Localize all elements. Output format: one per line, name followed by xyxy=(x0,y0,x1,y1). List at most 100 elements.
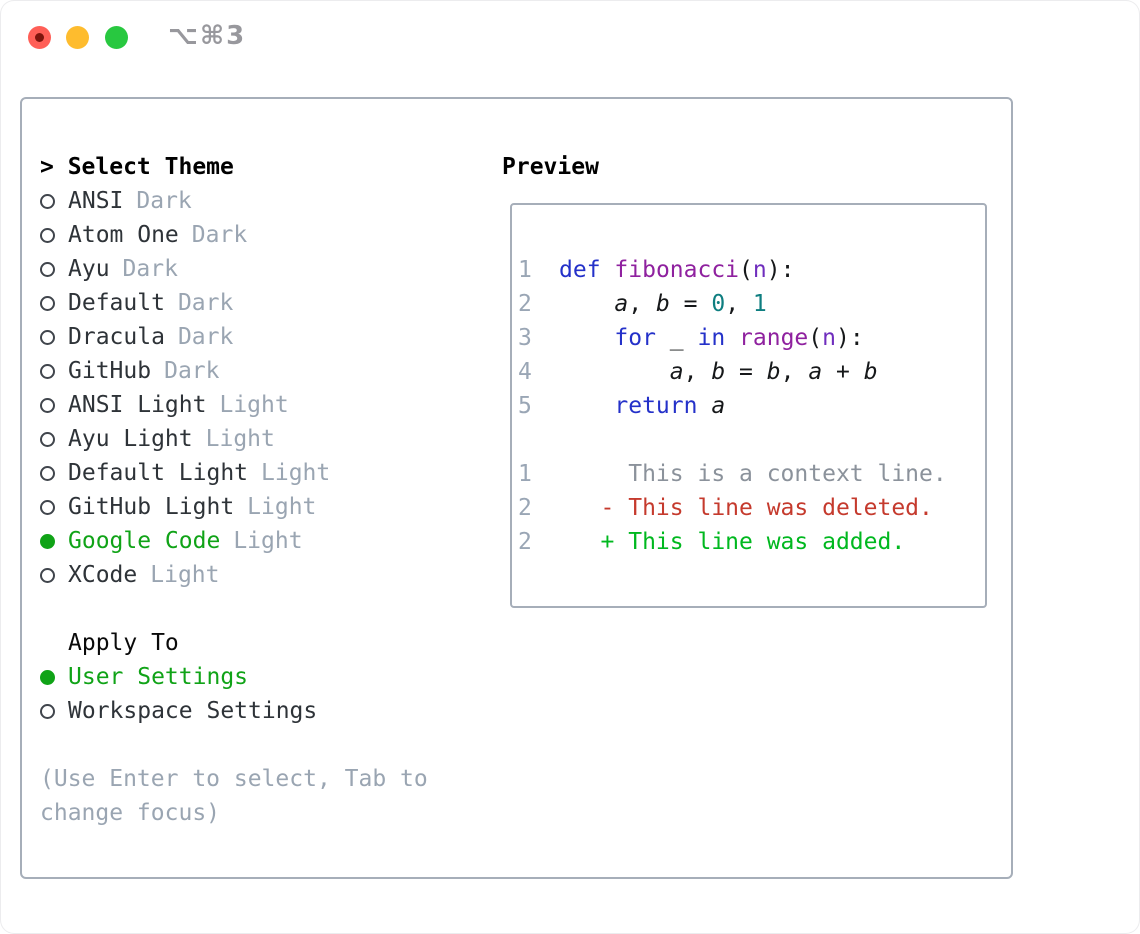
apply-option-user-settings[interactable]: User Settings xyxy=(40,660,428,694)
code-line-blank xyxy=(518,423,985,457)
theme-option-github-dark[interactable]: GitHub Dark xyxy=(40,354,428,388)
theme-option-xcode-light[interactable]: XCode Light xyxy=(40,558,428,592)
code-token: ): xyxy=(836,325,864,351)
code-line: 1 def fibonacci(n): xyxy=(518,253,985,287)
theme-option-github-light[interactable]: GitHub Light Light xyxy=(40,490,428,524)
theme-option-ansi-light[interactable]: ANSI Light Light xyxy=(40,388,428,422)
code-token: b xyxy=(711,359,726,385)
code-line: 5 return a xyxy=(518,389,985,423)
code-line: 2 a, b = 0, 1 xyxy=(518,287,985,321)
apply-option-workspace-settings[interactable]: Workspace Settings xyxy=(40,694,428,728)
theme-variant: Light xyxy=(247,494,317,520)
theme-name: Ayu Light xyxy=(68,426,193,452)
select-theme-header: > Select Theme xyxy=(40,154,234,180)
theme-option-ayu-dark[interactable]: Ayu Dark xyxy=(40,252,428,286)
line-number: 2 xyxy=(518,529,532,555)
line-number: 4 xyxy=(518,359,532,385)
select-theme-header-row: > Select Theme xyxy=(40,150,428,184)
code-token: b xyxy=(766,359,781,385)
radio-icon xyxy=(40,465,55,481)
code-token xyxy=(559,359,670,385)
code-token xyxy=(697,393,711,419)
code-token: This is a context line. xyxy=(559,461,947,487)
code-token: + This line was added. xyxy=(559,529,906,555)
theme-option-default-dark[interactable]: Default Dark xyxy=(40,286,428,320)
theme-option-ayu-light[interactable]: Ayu Light Light xyxy=(40,422,428,456)
hint-text-line-1: (Use Enter to select, Tab to xyxy=(40,766,428,792)
spacer xyxy=(40,592,428,626)
theme-name: Default xyxy=(68,290,165,316)
radio-icon xyxy=(40,567,55,583)
code-token: - This line was deleted. xyxy=(559,495,933,521)
theme-option-google-code-light[interactable]: Google Code Light xyxy=(40,524,428,558)
theme-option-default-light[interactable]: Default Light Light xyxy=(40,456,428,490)
radio-selected-icon xyxy=(40,533,55,549)
code-token: 1 xyxy=(752,291,767,317)
code-token: 0 xyxy=(711,291,726,317)
close-button[interactable] xyxy=(28,26,51,49)
code-token: n xyxy=(822,325,837,351)
theme-option-atom-one-dark[interactable]: Atom One Dark xyxy=(40,218,428,252)
line-number: 1 xyxy=(518,461,532,487)
apply-to-header: Apply To xyxy=(68,630,179,656)
apply-option-label: User Settings xyxy=(68,664,249,690)
radio-selected-icon xyxy=(40,669,55,685)
theme-name: Google Code xyxy=(68,528,221,554)
line-number: 5 xyxy=(518,393,532,419)
code-token: , xyxy=(780,359,809,385)
code-token: = xyxy=(669,291,712,317)
code-token: n xyxy=(752,257,767,283)
radio-icon xyxy=(40,295,55,311)
code-token: , xyxy=(683,359,712,385)
hint-text-line-2: change focus) xyxy=(40,800,221,826)
radio-icon xyxy=(40,431,55,447)
minimize-button[interactable] xyxy=(66,26,89,49)
line-number: 1 xyxy=(518,257,532,283)
code-token: , xyxy=(725,291,753,317)
radio-icon xyxy=(40,193,55,209)
line-number: 3 xyxy=(518,325,532,351)
code-token: a xyxy=(669,359,684,385)
code-token xyxy=(559,393,614,419)
theme-variant: Dark xyxy=(177,324,234,350)
theme-variant: Light xyxy=(219,392,289,418)
radio-icon xyxy=(40,363,55,379)
theme-name: ANSI xyxy=(68,188,124,214)
theme-option-ansi-dark[interactable]: ANSI Dark xyxy=(40,184,428,218)
theme-picker-panel: > Select Theme ANSI Dark Atom One Dark A… xyxy=(20,97,1013,879)
code-token xyxy=(725,325,739,351)
code-token: ): xyxy=(766,257,795,283)
theme-list: > Select Theme ANSI Dark Atom One Dark A… xyxy=(40,150,428,830)
radio-icon xyxy=(40,397,55,413)
theme-name: GitHub xyxy=(68,358,152,384)
theme-name: Dracula xyxy=(68,324,165,350)
code-token: for xyxy=(614,325,656,351)
code-token xyxy=(601,257,615,283)
theme-name: Ayu xyxy=(68,256,110,282)
theme-name: Atom One xyxy=(68,222,179,248)
zoom-button[interactable] xyxy=(105,26,128,49)
theme-variant: Dark xyxy=(177,290,234,316)
theme-option-dracula-dark[interactable]: Dracula Dark xyxy=(40,320,428,354)
theme-variant: Dark xyxy=(164,358,220,384)
code-token: b xyxy=(655,291,670,317)
code-token: def xyxy=(559,257,601,283)
code-token xyxy=(559,291,614,317)
code-token: _ xyxy=(655,325,698,351)
spacer xyxy=(40,728,428,762)
theme-variant: Dark xyxy=(122,256,178,282)
theme-name: Default Light xyxy=(68,460,249,486)
code-token: fibonacci xyxy=(614,257,740,283)
theme-variant: Light xyxy=(205,426,275,452)
code-token: b xyxy=(863,359,878,385)
radio-icon xyxy=(40,261,55,277)
code-token: ( xyxy=(739,257,753,283)
hint-row: (Use Enter to select, Tab to xyxy=(40,762,428,796)
code-token: ( xyxy=(808,325,823,351)
apply-option-label: Workspace Settings xyxy=(68,698,318,724)
theme-name: XCode xyxy=(68,562,138,588)
theme-variant: Light xyxy=(233,528,303,554)
code-token: range xyxy=(739,325,809,351)
